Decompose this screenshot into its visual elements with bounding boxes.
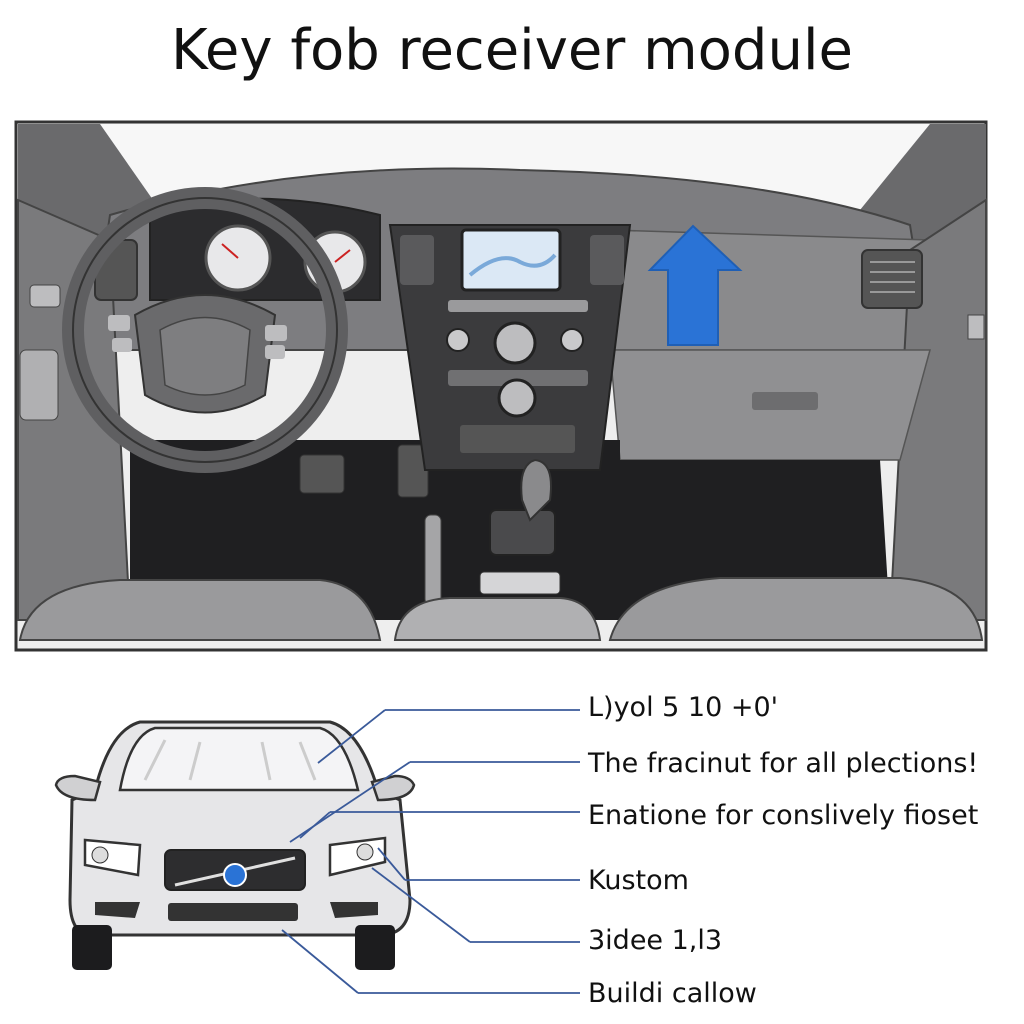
cup-holder bbox=[479, 571, 561, 595]
lower-console-buttons bbox=[460, 425, 575, 453]
driver-seat bbox=[18, 579, 382, 641]
badge-dot bbox=[223, 863, 247, 887]
car-front-icon bbox=[54, 720, 416, 970]
diagram-title: Key fob receiver module bbox=[171, 18, 853, 83]
callout-label-3: Enatione for conslively fioset bbox=[588, 800, 979, 831]
climate-knob bbox=[497, 378, 537, 418]
up-arrow-icon bbox=[647, 224, 743, 346]
callout-label-1: L)yol 5 10 +0' bbox=[588, 692, 779, 723]
callout-label-2: The fracinut for all plections! bbox=[588, 748, 979, 779]
center-armrest bbox=[393, 597, 602, 641]
leader-lines bbox=[281, 709, 580, 994]
right-knob bbox=[560, 328, 584, 352]
callout-label-5: 3idee 1,l3 bbox=[588, 925, 723, 956]
climate-buttons bbox=[448, 370, 588, 386]
left-knob bbox=[446, 328, 470, 352]
passenger-seat bbox=[608, 577, 984, 641]
right-door-handle bbox=[967, 314, 985, 340]
callout-label-4: Kustom bbox=[588, 865, 689, 896]
center-vent-left bbox=[400, 235, 434, 285]
right-vent-slats bbox=[870, 261, 915, 293]
shifter-boot bbox=[489, 509, 556, 556]
glove-box-handle bbox=[752, 392, 818, 410]
steering-wheel-icon bbox=[62, 187, 348, 473]
center-vent-right bbox=[590, 235, 624, 285]
gear-shifter bbox=[520, 458, 552, 522]
left-door-handle bbox=[29, 284, 61, 308]
callout-label-6: Buildi callow bbox=[588, 978, 757, 1009]
brake-pedal bbox=[299, 454, 345, 494]
right-air-vent bbox=[861, 249, 923, 309]
radio-button-strip bbox=[448, 300, 588, 312]
volume-knob bbox=[493, 321, 537, 365]
left-door-switches bbox=[19, 349, 59, 421]
